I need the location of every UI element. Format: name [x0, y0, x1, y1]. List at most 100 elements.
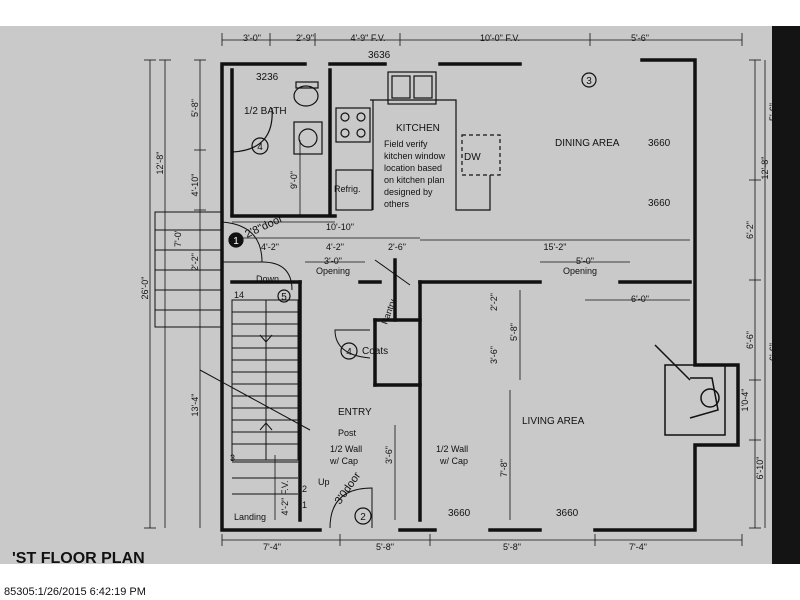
dim-interior-1: 9'-0" [289, 171, 299, 189]
kitchen-note-line-5: designed by [384, 187, 433, 197]
stair-number-1: 1 [302, 500, 307, 510]
tag-3: 3 [586, 76, 592, 87]
dim-right-5: 6'-6" [768, 343, 778, 361]
dim-interior-2: 10'-10" [326, 222, 354, 232]
door-b-label: 3'0door [333, 470, 364, 507]
dim-interior-14: 3'-6" [384, 446, 394, 464]
bath-fixtures [231, 81, 323, 155]
dim-right-4: 6'-6" [745, 331, 755, 349]
kitchen-note-line-4: on kitchen plan [384, 175, 445, 185]
dim-bottom-3: 5'-8" [503, 542, 521, 552]
dim-left-8: 4'-2" F.V. [280, 480, 290, 515]
scan-edge-strip [772, 26, 800, 564]
dimension-labels-right: 5'-6" 12'-8" 6'-2" 6'-6" 6'-6" 6'-10" 1'… [740, 103, 778, 479]
dim-interior-5: 2'-6" [388, 242, 406, 252]
dim-left-5: 12'-8" [155, 152, 165, 175]
walls [220, 58, 740, 532]
tag-numbers: 1 2 3 4 4 5 [233, 76, 592, 523]
dim-top-3: 4'-9" F.V. [350, 33, 385, 43]
stair-down-label: Down [256, 274, 279, 284]
dim-right-3: 6'-2" [745, 221, 755, 239]
half-wall-a-line-2: w/ Cap [329, 456, 358, 466]
dim-interior-13: 7'-8" [499, 459, 509, 477]
dim-bottom-2: 5'-8" [376, 542, 394, 552]
kitchen-note-line-2: kitchen window [384, 151, 446, 161]
room-label-dining: DINING AREA [555, 138, 620, 149]
stair-number-14: 14 [234, 290, 244, 300]
kitchen-note-line-6: others [384, 199, 410, 209]
dimension-labels-interior: 9'-0" 10'-10" 4'-2" 4'-2" 2'-6" 3'-0" 15… [261, 171, 649, 477]
window-codes: 3236 3636 3660 3660 3660 3660 [256, 50, 671, 519]
window-code-3660-living-1: 3660 [448, 508, 471, 519]
dishwasher-label: DW [464, 152, 481, 163]
tag-5: 5 [281, 292, 287, 303]
tag-2: 2 [360, 512, 366, 523]
dim-top-4: 10'-0" F.V. [480, 33, 520, 43]
dim-interior-12: 3'-6" [489, 346, 499, 364]
window-code-3660-living-2: 3660 [556, 508, 579, 519]
post-label: Post [338, 428, 357, 438]
kitchen-note-line-3: location based [384, 163, 442, 173]
dim-bottom-4: 7'-4" [629, 542, 647, 552]
room-labels: 1/2 BATH KITCHEN DINING AREA LIVING AREA… [234, 106, 620, 522]
plan-title: 'ST FLOOR PLAN [12, 550, 145, 567]
dim-interior-10: 2'-2" [489, 293, 499, 311]
refrigerator-label: Refrig. [334, 184, 361, 194]
paper-sheet [0, 26, 800, 564]
dim-right-7: 1'0-4" [740, 389, 750, 412]
dim-top-5: 5'-6" [631, 33, 649, 43]
dim-interior-11: 5'-8" [509, 323, 519, 341]
room-label-kitchen: KITCHEN [396, 123, 440, 134]
window-code-3660-dining-1: 3660 [648, 138, 671, 149]
dimension-labels-top: 3'-0" 2'-9" 4'-9" F.V. 10'-0" F.V. 5'-6" [243, 33, 649, 43]
opening-b-label: Opening [563, 266, 597, 276]
dim-interior-6: 3'-0" [324, 256, 342, 266]
dim-left-2: 4'-10" [190, 174, 200, 197]
opening-a-label: Opening [316, 266, 350, 276]
tag-1: 1 [233, 236, 239, 247]
dim-top-1: 3'-0" [243, 33, 261, 43]
dim-interior-3: 4'-2" [261, 242, 279, 252]
dim-top-2: 2'-9" [296, 33, 314, 43]
window-code-3636: 3636 [368, 50, 391, 61]
scan-timestamp: 85305:1/26/2015 6:42:19 PM [4, 586, 146, 598]
tag-4-bath: 4 [257, 142, 263, 153]
tag-circles [228, 72, 597, 525]
stairs [154, 211, 311, 495]
kitchen-note-line-1: Field verify [384, 139, 428, 149]
fireplace [654, 344, 726, 436]
room-label-bath: 1/2 BATH [244, 106, 287, 117]
dim-right-2: 12'-8" [760, 157, 770, 180]
dimension-labels-bottom: 7'-4" 5'-8" 5'-8" 7'-4" [263, 542, 647, 552]
dim-right-6: 6'-10" [755, 457, 765, 480]
kitchen-fixtures [335, 71, 501, 211]
dim-interior-9: 6'-0" [631, 294, 649, 304]
window-code-3660-dining-2: 3660 [648, 198, 671, 209]
dim-bottom-1: 7'-4" [263, 542, 281, 552]
stair-number-3: 3 [230, 453, 235, 463]
dim-left-6: 26'-0" [140, 277, 150, 300]
half-wall-b-line-2: w/ Cap [439, 456, 468, 466]
room-label-coats: Coats [362, 346, 388, 357]
dim-interior-4: 4'-2" [326, 242, 344, 252]
dim-left-4: 2'-2" [190, 253, 200, 271]
stair-numbers: 14 3 2 1 [230, 290, 307, 510]
tag-4-coats: 4 [346, 347, 352, 358]
window-code-3236: 3236 [256, 72, 279, 83]
stair-up-label: Up [318, 477, 330, 487]
landing-label: Landing [234, 512, 266, 522]
half-wall-a-line-1: 1/2 Wall [330, 444, 362, 454]
room-label-entry: ENTRY [338, 407, 372, 418]
dimension-labels-left: 5'-8" 4'-10" 7'-0" 2'-2" 12'-8" 26'-0" 1… [140, 99, 290, 516]
room-label-living: LIVING AREA [522, 416, 585, 427]
dim-left-1: 5'-8" [190, 99, 200, 117]
dimension-lines [144, 33, 766, 546]
dim-interior-8: 5'-0" [576, 256, 594, 266]
dim-right-1: 5'-6" [768, 103, 778, 121]
dim-left-7: 13'-4" [190, 394, 200, 417]
dim-left-3: 7'-0" [173, 229, 183, 247]
stair-number-2: 2 [302, 484, 307, 494]
half-wall-b-line-1: 1/2 Wall [436, 444, 468, 454]
